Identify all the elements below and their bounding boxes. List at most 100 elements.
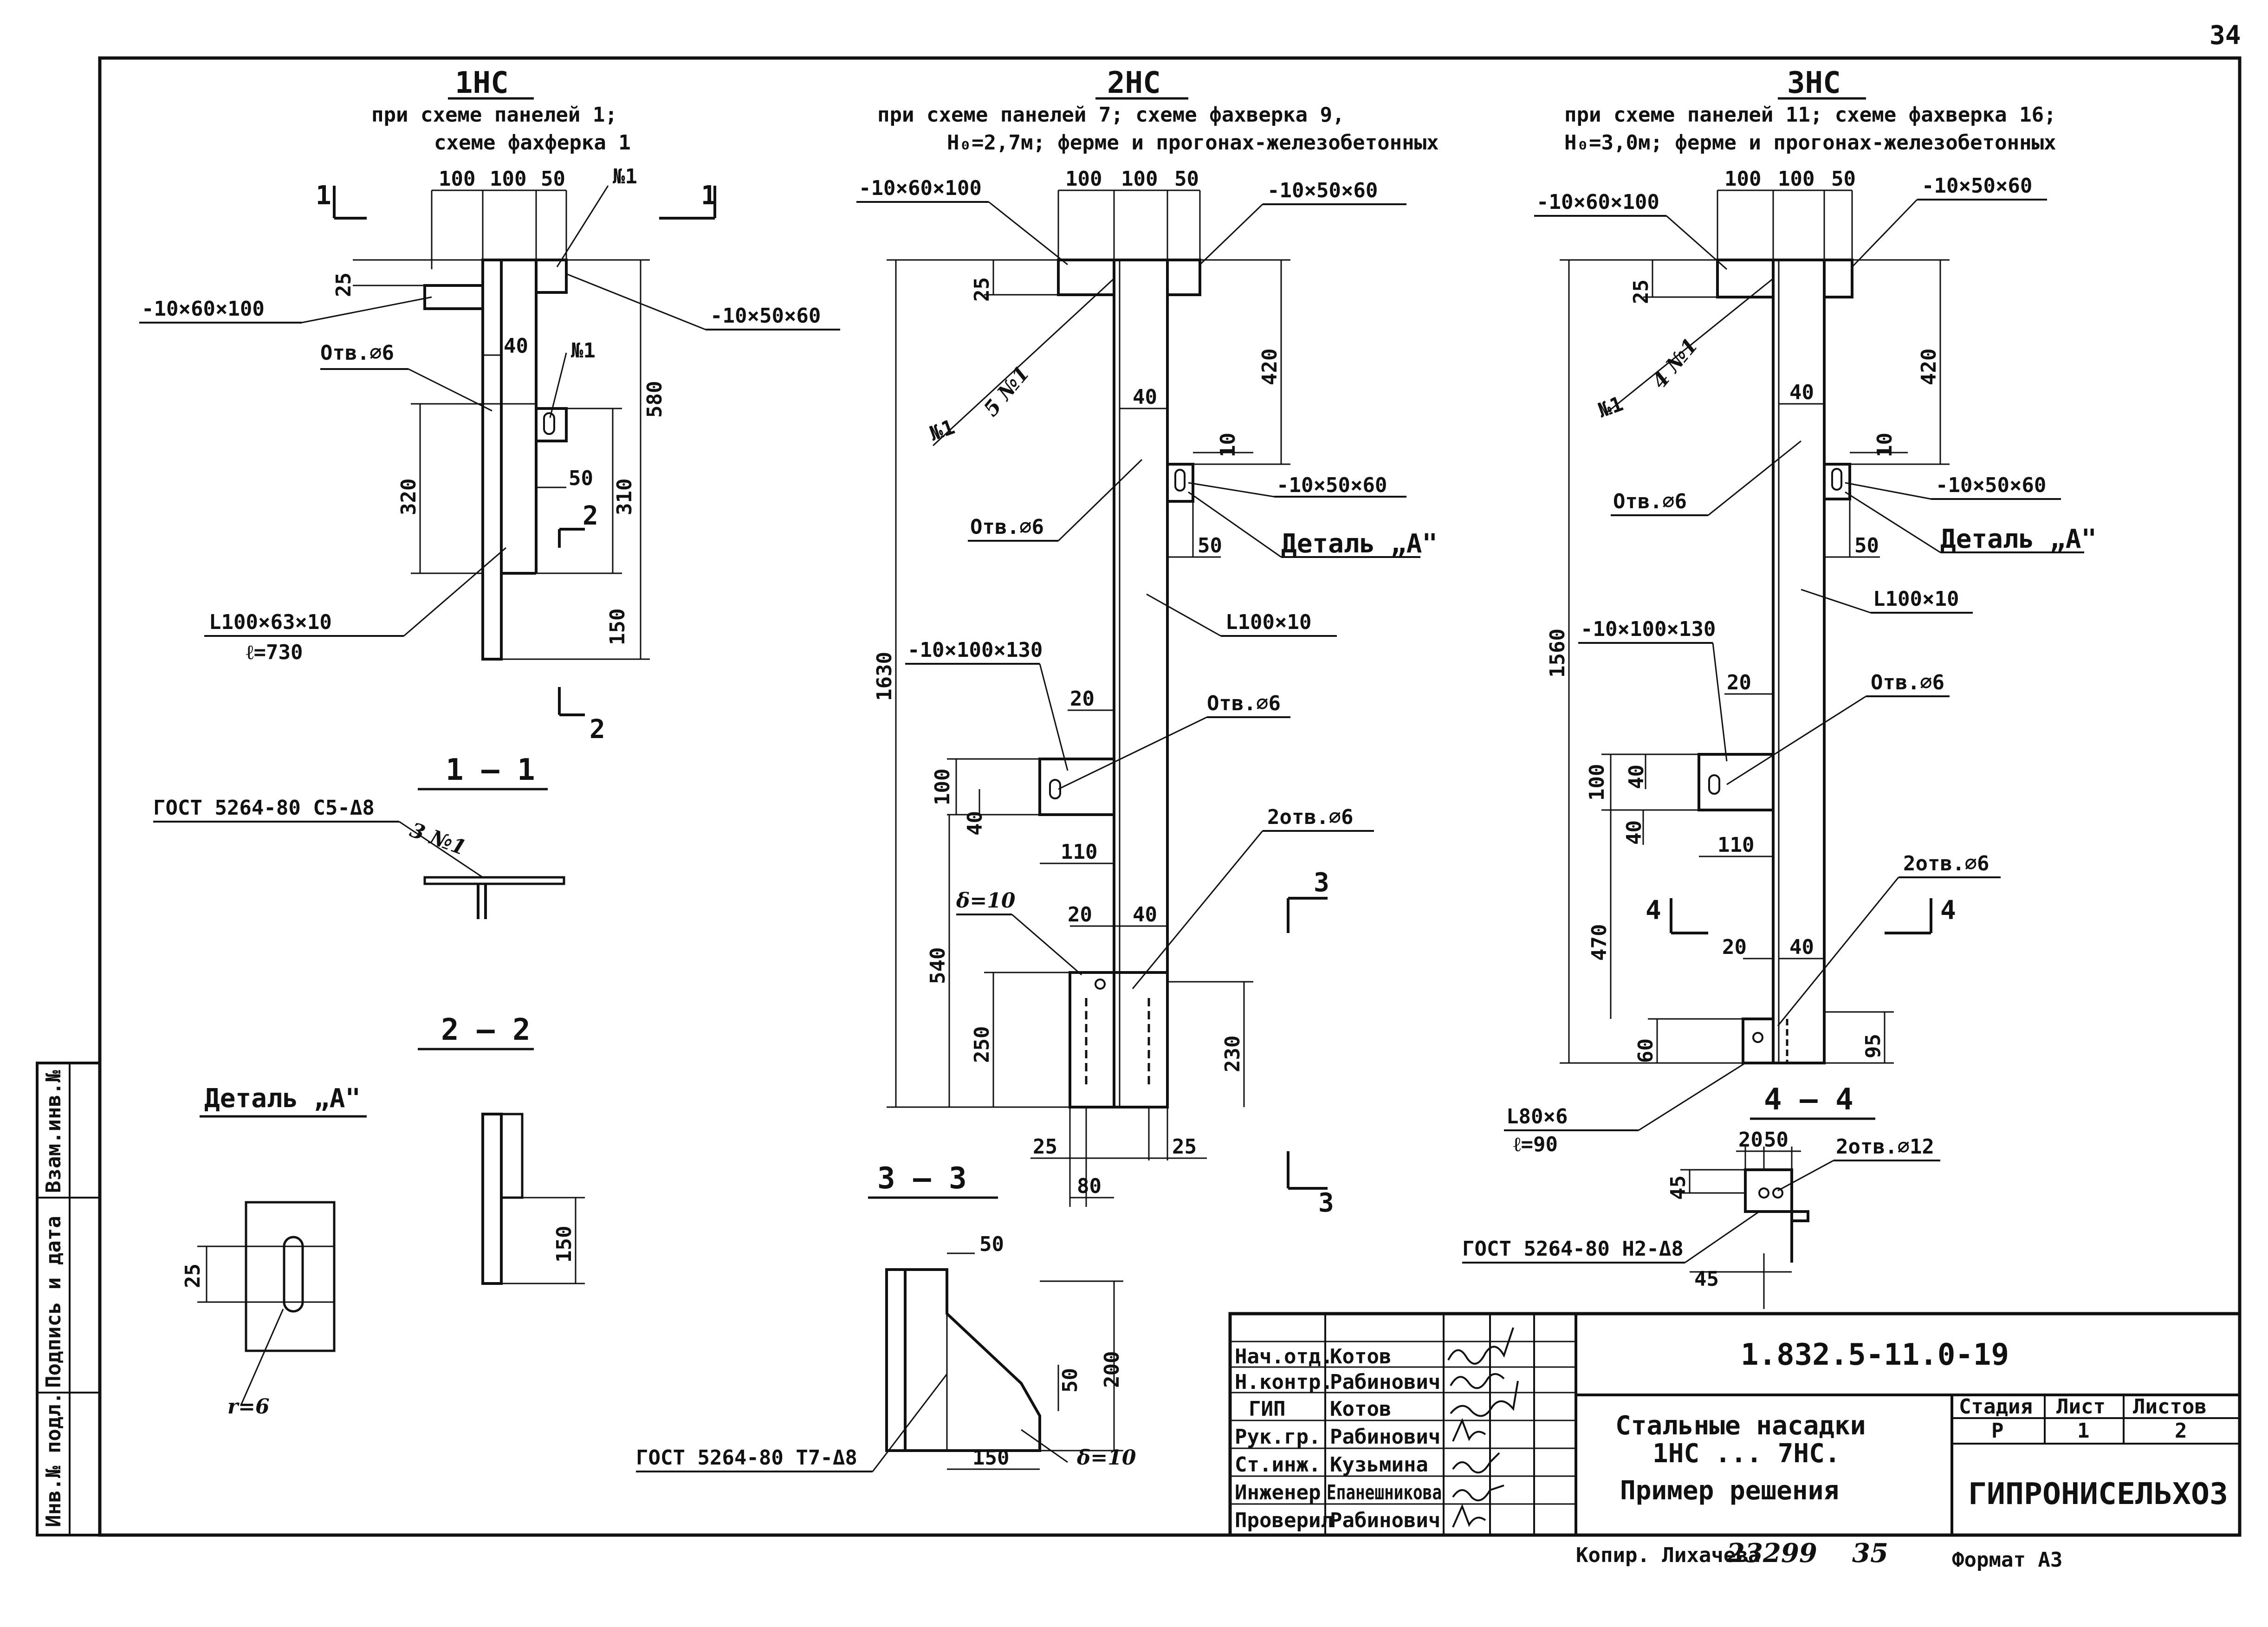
nc3-dim-95: 95 [1861,1034,1885,1058]
role-3: Рук.гр. [1235,1425,1321,1449]
nc3-title: 3НС [1787,66,1841,100]
order-page: 35 [1852,1538,1888,1569]
role-2: ГИП [1249,1397,1285,1421]
order-number: 23299 [1726,1538,1817,1569]
detail-a-radius: r=6 [227,1395,270,1419]
nc1-cut-1-right: 1 [701,181,717,211]
s44-holes-12: 2отв.⌀12 [1836,1135,1934,1159]
nc1-dim-40: 40 [504,334,528,358]
s44-dim-45b: 45 [1694,1267,1719,1291]
nc2-dim-20: 20 [1070,687,1095,711]
nc3-plate-50x60-mid: -10×50×60 [1936,473,2046,497]
nc1-subtitle-1: при схеме панелей 1; [371,103,617,127]
nc3-dim-40d: 40 [1789,935,1814,959]
nc3-dim-50b: 50 [1854,534,1879,557]
doc-code: 1.832.5-11.0-19 [1741,1338,2009,1372]
nc2-dim-420: 420 [1258,349,1282,385]
nc1-cut-1-left: 1 [316,181,331,211]
nc2-cut-3-top: 3 [1314,868,1329,898]
nc3-hole-6-mid: Отв.⌀6 [1871,671,1944,694]
nc3-dim-420: 420 [1917,349,1941,385]
nc2-dim-25: 25 [970,277,994,302]
name-2: Котов [1330,1397,1391,1421]
detail-a-dim-25: 25 [181,1264,205,1288]
nc1-dim-580: 580 [643,381,667,418]
nc2-dim-230: 230 [1221,1036,1244,1072]
sheets-value: 2 [2175,1419,2187,1443]
strip-inv-no: Инв.№ подл. [42,1392,65,1527]
nc1-title: 1НС [455,66,509,100]
nc2-dim-40b: 40 [963,811,987,836]
nc1-angle-length: ℓ=730 [246,641,303,664]
s33-delta: δ=10 [1076,1446,1136,1470]
nc1-angle-profile: L100×63×10 [209,610,332,634]
sheet-format: Формат А3 [1952,1548,2062,1572]
section-4-4: 4 — 4 20 50 45 45 2отв.⌀12 ГОСТ 5264-80 … [1462,1083,1940,1309]
page-number: 34 [2210,20,2241,51]
nc1-ref-1-top: №1 [613,165,637,188]
role-6: Проверил [1235,1509,1333,1532]
nc2-hole-6-top: Отв.⌀6 [970,515,1044,539]
nc3-angle-profile: L100×10 [1873,587,1959,611]
nc3-dim-100a: 100 [1724,167,1761,191]
doc-title-1: Стальные насадки [1615,1411,1866,1441]
role-4: Ст.инж. [1235,1453,1321,1477]
nc3-dim-20b: 20 [1722,935,1747,959]
nc3-dim-110: 110 [1717,833,1754,857]
name-5: Епанешникова [1327,1481,1442,1504]
signatures [1447,1327,1519,1528]
s44-dim-45: 45 [1666,1175,1690,1200]
nc2-dim-25b: 25 [1033,1135,1057,1159]
nc3-detail-a-ref: Деталь „А" [1940,524,2097,554]
nc2-dim-20b: 20 [1068,903,1092,927]
nc3-subtitle-1: при схеме панелей 11; схеме фахверка 16; [1564,103,2056,127]
name-4: Кузьмина [1330,1453,1428,1477]
s33-dim-150: 150 [972,1446,1009,1470]
role-0: Нач.отд. [1235,1345,1333,1368]
nc2-plate-50x60-mid: -10×50×60 [1277,473,1387,497]
name-0: Котов [1330,1345,1391,1368]
detail-a-title: Деталь „А" [204,1083,361,1114]
nc1-dim-50b: 50 [569,467,593,490]
sheet-frame [36,56,2242,1537]
nc2-dim-100: 100 [931,769,954,805]
nc2-plate-100x130: -10×100×130 [907,638,1043,662]
strip-signature-date: Подпись и дата [42,1216,65,1388]
nc3-dim-100: 100 [1585,764,1609,801]
nc3-hole-6-top: Отв.⌀6 [1613,490,1687,513]
name-3: Рабинович [1330,1425,1440,1449]
nc3-dim-40c: 40 [1622,820,1646,845]
nc3-dim-25: 25 [1629,279,1653,304]
nc2-plate-60x100: -10×60×100 [859,176,982,200]
nc3-dim-60: 60 [1634,1038,1658,1063]
nc1-dim-50: 50 [541,167,565,191]
nc2-dim-1630: 1630 [873,652,896,701]
s33-dim-50b: 50 [1058,1368,1082,1393]
title-block: Нач.отд. Н.контр. ГИП Рук.гр. Ст.инж. Ин… [1228,1312,2242,1537]
s33-dim-200: 200 [1100,1351,1124,1388]
nc1-plate-60x100: -10×60×100 [142,297,265,321]
nc2-delta-10: δ=10 [956,889,1016,913]
section-2-2: 2 — 2 150 [418,1013,585,1285]
s44-title: 4 — 4 [1764,1083,1853,1117]
nc3-two-holes-6: 2отв.⌀6 [1903,852,1989,875]
nc2-cut-3-bottom: 3 [1318,1188,1334,1218]
nc2-ref-1: №1 [927,415,958,446]
s11-title: 1 — 1 [446,753,535,787]
s11-gost: ГОСТ 5264-80 С5-Δ8 [153,796,375,820]
nc2-detail-a-ref: Деталь „А" [1281,529,1438,559]
nc2-dim-50: 50 [1174,167,1199,191]
nc2-plate-50x60-top: -10×50×60 [1267,179,1378,202]
nc2-dim-250: 250 [970,1026,994,1063]
nc2-dim-25c: 25 [1172,1135,1197,1159]
nc2-dim-10: 10 [1216,433,1240,457]
nc1-subtitle-2: схеме фахферка 1 [434,131,631,155]
stage-header: Стадия [1959,1395,2033,1419]
nc1-dim-150: 150 [606,609,629,645]
nc1-ref-1-mid: №1 [571,339,596,363]
nc3-length-90: ℓ=90 [1513,1133,1558,1156]
sheets-header: Листов [2133,1395,2207,1419]
nc1-dim-100b: 100 [490,167,526,191]
nc2-angle-profile: L100×10 [1225,610,1311,634]
